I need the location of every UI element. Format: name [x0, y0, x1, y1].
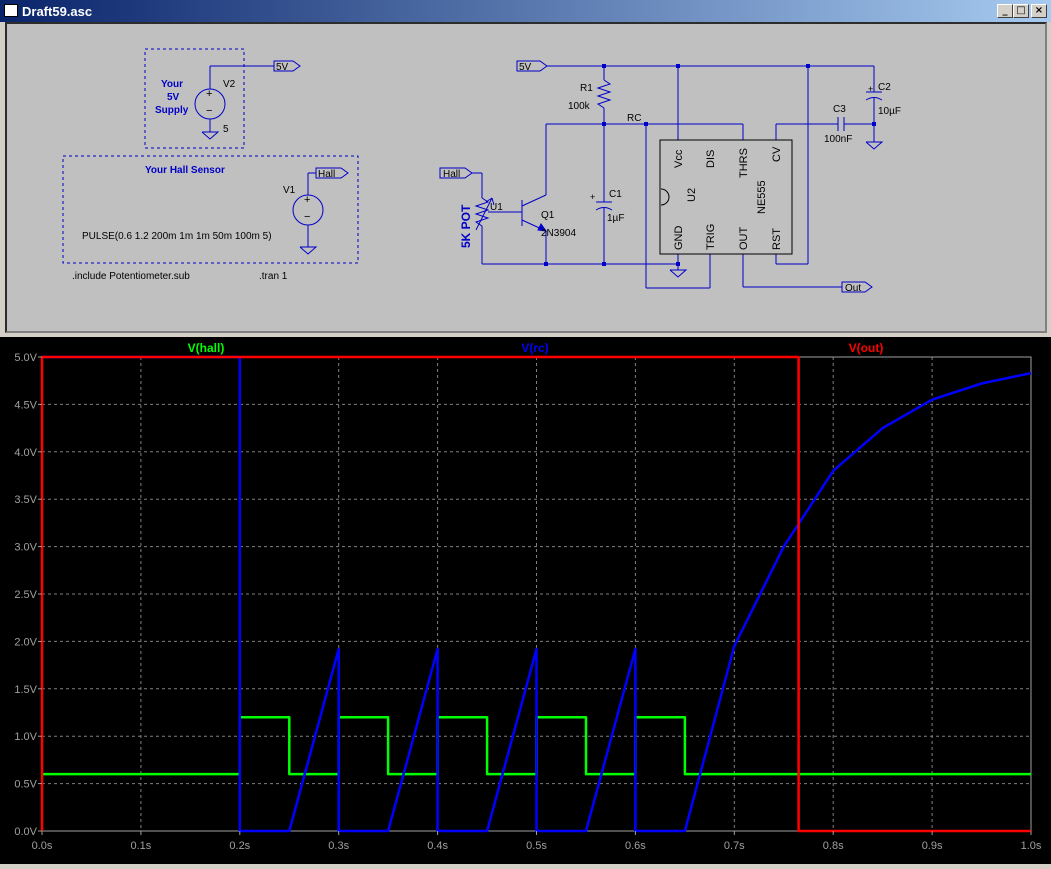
- c2-label[interactable]: C2: [878, 82, 891, 93]
- q1-value[interactable]: 2N3904: [541, 228, 576, 239]
- svg-text:+: +: [590, 192, 595, 202]
- window-title: Draft59.asc: [22, 4, 93, 19]
- q1-label[interactable]: Q1: [541, 210, 555, 221]
- y-tick-label: 1.0V: [14, 731, 37, 743]
- net-hall[interactable]: Hall: [318, 169, 335, 180]
- r1-value[interactable]: 100k: [568, 101, 591, 112]
- pin-cv: CV: [771, 146, 783, 162]
- app-icon: [4, 4, 18, 17]
- plot-legend[interactable]: V(hall) V(rc) V(out): [188, 341, 884, 355]
- pulse-value[interactable]: PULSE(0.6 1.2 200m 1m 1m 50m 100m 5): [82, 231, 272, 242]
- close-button[interactable]: ×: [1031, 4, 1047, 18]
- supply-label-3: Supply: [155, 105, 189, 116]
- svg-text:+: +: [304, 194, 310, 206]
- c3-value[interactable]: 100nF: [824, 134, 852, 145]
- v2-value[interactable]: 5: [223, 124, 229, 135]
- waveform-plot[interactable]: 0.0s 0.1s 0.2s 0.3s 0.4s 0.5s 0.6s 0.7s 0.8s 0.9s…: [0, 337, 1051, 864]
- x-tick-label: 0.7s: [724, 840, 745, 852]
- y-tick-label: 2.0V: [14, 636, 37, 648]
- supply-label-1: Your: [161, 79, 183, 90]
- y-tick-label: 0.5V: [14, 779, 37, 791]
- maximize-button[interactable]: □: [1013, 4, 1029, 18]
- x-tick-label: 0.0s: [32, 840, 53, 852]
- minimize-button[interactable]: _: [997, 4, 1013, 18]
- c1-value[interactable]: 1µF: [607, 213, 624, 224]
- tran-directive[interactable]: .tran 1: [259, 271, 288, 282]
- x-tick-label: 0.4s: [427, 840, 448, 852]
- supply-label-2: 5V: [167, 92, 180, 103]
- x-tick-label: 1.0s: [1021, 840, 1042, 852]
- waveform-plot-pane[interactable]: 0.0s 0.1s 0.2s 0.3s 0.4s 0.5s 0.6s 0.7s 0.8s 0.9s…: [0, 337, 1051, 864]
- legend-vhall[interactable]: V(hall): [188, 341, 225, 355]
- y-tick-label: 3.5V: [14, 494, 37, 506]
- r1-label[interactable]: R1: [580, 83, 593, 94]
- legend-vrc[interactable]: V(rc): [521, 341, 548, 355]
- c3-label[interactable]: C3: [833, 104, 846, 115]
- schematic-pane[interactable]: + − + − + + 5V 5V Hall Hall Out Your 5V …: [5, 22, 1047, 333]
- title-bar[interactable]: Draft59.asc _ □ ×: [0, 0, 1051, 22]
- svg-text:+: +: [206, 88, 212, 100]
- pin-gnd: GND: [673, 226, 685, 251]
- svg-text:−: −: [304, 211, 310, 223]
- pin-out: OUT: [738, 227, 750, 251]
- schematic-canvas[interactable]: + − + − + + 5V 5V Hall Hall Out Your 5V …: [7, 24, 1045, 331]
- ic-ref-label[interactable]: U2: [686, 188, 698, 202]
- ic-part-label[interactable]: NE555: [756, 180, 768, 214]
- pot-label: 5K POT: [459, 204, 473, 248]
- c2-value[interactable]: 10µF: [878, 106, 901, 117]
- pin-dis: DIS: [705, 150, 717, 168]
- v1-label[interactable]: V1: [283, 185, 296, 196]
- plot-ticks: 0.0s 0.1s 0.2s 0.3s 0.4s 0.5s 0.6s 0.7s 0.8s 0.9s…: [14, 352, 1042, 852]
- net-hall-2[interactable]: Hall: [443, 169, 460, 180]
- x-tick-label: 0.5s: [526, 840, 547, 852]
- svg-text:+: +: [868, 84, 873, 94]
- y-tick-label: 1.5V: [14, 684, 37, 696]
- c1-label[interactable]: C1: [609, 189, 622, 200]
- y-tick-label: 5.0V: [14, 352, 37, 364]
- svg-text:−: −: [206, 105, 212, 117]
- net-5v-right[interactable]: 5V: [519, 62, 532, 73]
- u1-label[interactable]: U1: [490, 202, 503, 213]
- net-out[interactable]: Out: [845, 283, 861, 294]
- pin-rst: RST: [771, 228, 783, 250]
- x-tick-label: 0.1s: [131, 840, 152, 852]
- y-tick-label: 4.5V: [14, 399, 37, 411]
- v2-label[interactable]: V2: [223, 79, 236, 90]
- hall-title: Your Hall Sensor: [145, 165, 225, 176]
- rc-net-label[interactable]: RC: [627, 113, 641, 124]
- y-tick-label: 0.0V: [14, 826, 37, 838]
- y-tick-label: 2.5V: [14, 589, 37, 601]
- y-tick-label: 3.0V: [14, 542, 37, 554]
- x-tick-label: 0.2s: [229, 840, 250, 852]
- pin-thrs: THRS: [738, 148, 750, 178]
- x-tick-label: 0.9s: [922, 840, 943, 852]
- legend-vout[interactable]: V(out): [849, 341, 884, 355]
- y-tick-label: 4.0V: [14, 447, 37, 459]
- pin-vcc: Vcc: [673, 149, 685, 168]
- pin-trig: TRIG: [705, 224, 717, 250]
- series-vout-line: [40, 355, 1031, 833]
- x-tick-label: 0.6s: [625, 840, 646, 852]
- x-tick-label: 0.3s: [328, 840, 349, 852]
- net-5v-left[interactable]: 5V: [276, 62, 289, 73]
- x-tick-label: 0.8s: [823, 840, 844, 852]
- include-directive[interactable]: .include Potentiometer.sub: [72, 271, 190, 282]
